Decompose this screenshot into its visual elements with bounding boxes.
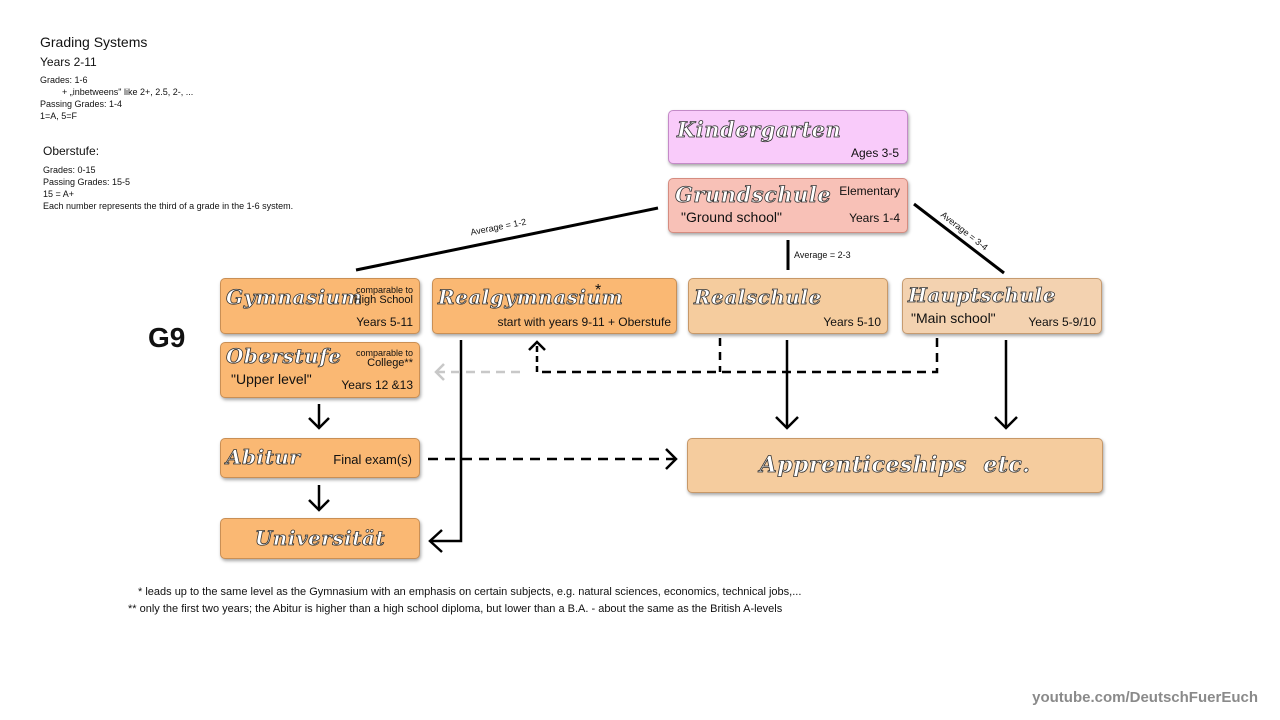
realgymnasium-detail: start with years 9-11 + Oberstufe	[497, 315, 671, 329]
arrowhead-universitaet	[428, 529, 443, 553]
arrowhead-realgymnasium	[528, 340, 546, 351]
inbetweens-line: + „inbetweens" like 2+, 2.5, 2-, ...	[62, 87, 194, 97]
grundschule-elementary-note: Elementary	[839, 184, 900, 198]
arrowhead-apprenticeships-from-abitur	[665, 448, 678, 470]
edge-gymnasium-universitaet	[430, 340, 463, 543]
abitur-name: Abitur	[226, 445, 301, 470]
g9-label: G9	[148, 322, 186, 353]
oberstufe-passing-line: Passing Grades: 15-5	[43, 177, 131, 187]
realschule-name: Realschule	[694, 285, 822, 310]
node-universitaet: Universität	[220, 518, 420, 559]
gymnasium-high-school: High School	[353, 294, 413, 306]
footnote-asterisk: * leads up to the same level as the Gymn…	[138, 586, 802, 598]
node-apprenticeships: Apprenticeships etc.	[687, 438, 1103, 493]
oberstufe-translation: "Upper level"	[231, 371, 312, 387]
realgymnasium-name: Realgymnasium	[438, 285, 624, 310]
node-oberstufe: Oberstufe "Upper level" comparable to Co…	[220, 342, 420, 398]
node-realschule: Realschule Years 5-10	[688, 278, 888, 334]
oberstufe-name: Oberstufe	[226, 344, 342, 369]
grundschule-translation: "Ground school"	[681, 209, 782, 225]
node-abitur: Abitur Final exam(s)	[220, 438, 420, 478]
node-hauptschule: Hauptschule "Main school" Years 5-9/10	[902, 278, 1102, 334]
edge-label-average-2-3: Average = 2-3	[794, 250, 851, 260]
footnote-double-asterisk: ** only the first two years; the Abitur …	[128, 603, 783, 615]
kindergarten-ages: Ages 3-5	[850, 146, 899, 160]
edge-grundschule-gymnasium	[355, 206, 659, 272]
oberstufe-grades-line: Grades: 0-15	[43, 165, 96, 175]
kindergarten-name: Kindergarten	[677, 117, 842, 143]
node-grundschule: Grundschule "Ground school" Elementary Y…	[668, 178, 908, 233]
oberstufe-comparable-to: comparable to	[355, 348, 413, 358]
arrowhead-realschule-apprenticeships	[775, 416, 799, 430]
oberstufe-heading: Oberstufe:	[43, 144, 100, 158]
hauptschule-name: Hauptschule	[908, 283, 1056, 308]
edge-hauptschule-dashed	[537, 338, 939, 374]
node-realgymnasium: Realgymnasium * start with years 9-11 + …	[432, 278, 677, 334]
universitaet-name: Universität	[254, 526, 386, 551]
grading-systems-title: Grading Systems	[40, 34, 148, 50]
realgymnasium-asterisk: *	[595, 282, 602, 299]
grade-equivalence-line: 1=A, 5=F	[40, 111, 78, 121]
grundschule-name: Grundschule	[675, 182, 832, 208]
apprenticeships-name: Apprenticeships etc.	[759, 452, 1031, 479]
hauptschule-years: Years 5-9/10	[1028, 315, 1096, 329]
passing-grades-line: Passing Grades: 1-4	[40, 99, 123, 109]
grades-line: Grades: 1-6	[40, 75, 88, 85]
arrowhead-hauptschule-apprenticeships	[994, 416, 1018, 430]
watermark-url: youtube.com/DeutschFuerEuch	[1032, 689, 1258, 706]
arrowhead-universitaet-from-abitur	[308, 499, 330, 512]
arrowhead-oberstufe-grey	[434, 363, 445, 381]
edge-grundschule-hauptschule	[913, 202, 1005, 275]
hauptschule-translation: "Main school"	[911, 310, 996, 326]
grundschule-years: Years 1-4	[849, 211, 900, 225]
abitur-detail: Final exam(s)	[333, 452, 412, 467]
years-heading: Years 2-11	[40, 55, 97, 69]
oberstufe-years: Years 12 &13	[341, 378, 413, 392]
gymnasium-name: Gymnasium	[226, 285, 363, 310]
oberstufe-college: College**	[367, 357, 413, 369]
oberstufe-a-plus-line: 15 = A+	[43, 189, 75, 199]
oberstufe-third-line: Each number represents the third of a gr…	[43, 201, 294, 211]
gymnasium-years: Years 5-11	[356, 315, 413, 329]
realschule-years: Years 5-10	[823, 315, 881, 329]
arrowhead-abitur	[308, 417, 330, 430]
node-kindergarten: Kindergarten Ages 3-5	[668, 110, 908, 164]
node-gymnasium: Gymnasium comparable to High School Year…	[220, 278, 420, 334]
gymnasium-comparable-to: comparable to	[355, 285, 413, 295]
